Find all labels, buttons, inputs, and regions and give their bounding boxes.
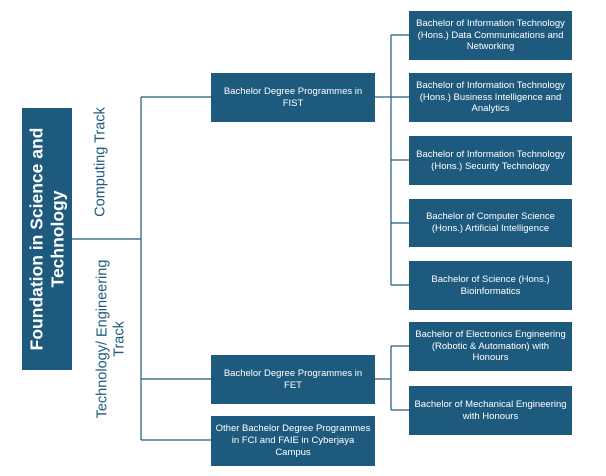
programme-node-it-datacomm: Bachelor of Information Technology (Hons… (409, 11, 572, 60)
engineering-track-label: Technology/ Engineering Track (94, 259, 128, 419)
programme-label: Bachelor of Computer Science (Hons.) Art… (426, 211, 555, 234)
root-node (22, 108, 72, 370)
programme-label: Bachelor of Science (Hons.) Bioinformati… (431, 273, 550, 297)
fist-node-label: Bachelor Degree Programmes in FIST (223, 85, 363, 109)
programme-node-bioinformatics: Bachelor of Science (Hons.) Bioinformati… (409, 261, 572, 310)
computing-track-label: Computing Track (92, 107, 109, 217)
programme-node-it-security: Bachelor of Information Technology (Hons… (409, 136, 572, 185)
programme-label: Bachelor of Information Technology (Hons… (416, 17, 565, 53)
fet-node: Bachelor Degree Programmes in FET (211, 355, 375, 404)
programme-node-cs-ai: Bachelor of Computer Science (Hons.) Art… (409, 199, 572, 247)
programme-label: Bachelor of Information Technology (Hons… (416, 79, 565, 115)
fet-node-label: Bachelor Degree Programmes in FET (223, 367, 363, 391)
fist-node: Bachelor Degree Programmes in FIST (211, 73, 375, 122)
programme-label: Bachelor of Mechanical Engineering with … (414, 398, 567, 422)
other-programmes-label: Other Bachelor Degree Programmes in FCI … (215, 423, 371, 458)
programme-label: Bachelor of Information Technology (Hons… (416, 148, 565, 172)
other-programmes-node: Other Bachelor Degree Programmes in FCI … (211, 416, 375, 466)
programme-node-mechanical: Bachelor of Mechanical Engineering with … (409, 386, 572, 435)
programme-node-it-bi: Bachelor of Information Technology (Hons… (409, 73, 572, 122)
programme-node-electronics: Bachelor of Electronics Engineering (Rob… (409, 322, 572, 371)
programme-label: Bachelor of Electronics Engineering (Rob… (415, 328, 566, 364)
root-label: Foundation in Science and Technology (26, 127, 67, 351)
